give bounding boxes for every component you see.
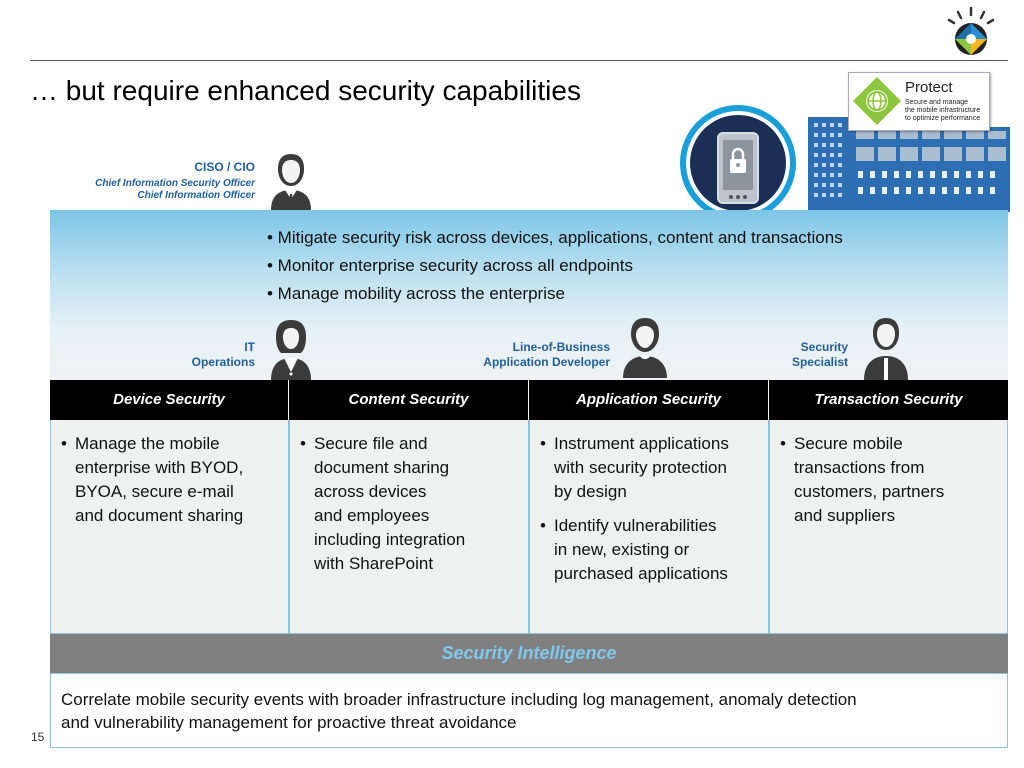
bullet-line: Secure file and [314, 434, 428, 453]
businesswoman-icon [267, 318, 315, 385]
bullet-line: with SharePoint [314, 554, 434, 573]
bullet-line: and document sharing [75, 506, 244, 525]
slide-title: … but require enhanced security capabili… [30, 75, 581, 106]
ciso-subtitle-line: Chief Information Security Officer [95, 178, 255, 189]
bullet-item: Secure mobile transactions from customer… [780, 432, 999, 528]
lob-developer-label: Line-of-Business Application Developer [483, 340, 610, 370]
protect-description-line: Secure and manage [905, 99, 969, 106]
ciso-subtitle-line: Chief Information Officer [137, 190, 255, 201]
bullet-line: with security protection [554, 458, 727, 477]
column-header-transaction-security: Transaction Security [769, 380, 1008, 420]
ciso-band [50, 210, 1008, 380]
protect-description-line: to optimize performance [905, 115, 981, 122]
column-body-device-security: Manage the mobile enterprise with BYOD, … [50, 420, 289, 634]
ciso-bullet: • Manage mobility across the enterprise [267, 284, 565, 303]
ciso-bullet: • Mitigate security risk across devices,… [267, 228, 843, 247]
protect-badge [848, 72, 990, 131]
bullet-line: Instrument applications [554, 434, 729, 453]
bullet-line: enterprise with BYOD, [75, 458, 244, 477]
intelligence-line: and vulnerability management for proacti… [61, 713, 517, 732]
bullet-line: BYOA, secure e-mail [75, 482, 234, 501]
it-label-line: Operations [191, 355, 255, 369]
it-operations-label: IT Operations [192, 340, 255, 370]
globe-network-icon [855, 78, 905, 126]
lob-label-line: Line-of-Business [512, 340, 610, 354]
bullet-line: document sharing [314, 458, 450, 477]
ciso-subtitle: Chief Information Security Officer Chief… [95, 178, 255, 202]
bullet-line: by design [554, 482, 627, 501]
ciso-role-label: CISO / CIO [194, 160, 255, 175]
mobile-lock-building-icon [678, 105, 1010, 221]
bullet-line: Manage the mobile [75, 434, 220, 453]
bullet-item: Identify vulnerabilities in new, existin… [540, 514, 760, 586]
security-label-line: Specialist [791, 355, 848, 369]
security-label-line: Security [800, 340, 848, 354]
bullet-line: customers, partners [794, 482, 945, 501]
security-intelligence-body: Correlate mobile security events with br… [50, 673, 1008, 748]
header-divider [30, 60, 1008, 61]
ciso-bullet-list: • Mitigate security risk across devices,… [267, 224, 843, 308]
bullet-line: transactions from [794, 458, 925, 477]
ciso-bullet: • Monitor enterprise security across all… [267, 256, 633, 275]
businessman-icon [267, 152, 315, 215]
bullet-line: in new, existing or [554, 540, 690, 559]
column-header-content-security: Content Security [289, 380, 528, 420]
lob-label-line: Application Developer [483, 355, 610, 369]
it-label-line: IT [244, 340, 255, 354]
protect-title: Protect [905, 79, 953, 96]
bullet-item: Secure file and document sharing across … [300, 432, 520, 576]
security-specialist-label: Security Specialist [792, 340, 848, 370]
bullet-line: purchased applications [554, 564, 728, 583]
bullet-line: and employees [314, 506, 430, 525]
column-body-content-security: Secure file and document sharing across … [289, 420, 529, 634]
protect-description-line: the mobile infrastructure [905, 107, 981, 114]
bullet-item: Instrument applications with security pr… [540, 432, 760, 504]
ciso-title: CISO / CIO [194, 160, 255, 174]
column-header-application-security: Application Security [529, 380, 768, 420]
bullet-item: Manage the mobile enterprise with BYOD, … [61, 432, 280, 528]
bullet-line: including integration [314, 530, 466, 549]
intelligence-line: Correlate mobile security events with br… [61, 690, 857, 709]
column-header-device-security: Device Security [50, 380, 288, 420]
bullet-line: across devices [314, 482, 427, 501]
specialist-person-icon [862, 316, 910, 385]
protect-description: Secure and manage the mobile infrastruct… [905, 99, 985, 123]
capability-table: Device Security Content Security Applica… [50, 380, 1008, 634]
developer-person-icon [620, 316, 670, 383]
column-body-transaction-security: Secure mobile transactions from customer… [769, 420, 1008, 634]
bullet-line: Secure mobile [794, 434, 903, 453]
security-intelligence-header: Security Intelligence [50, 634, 1008, 673]
bullet-line: Identify vulnerabilities [554, 516, 717, 535]
bullet-line: and suppliers [794, 506, 896, 525]
column-body-application-security: Instrument applications with security pr… [529, 420, 769, 634]
page-number: 15 [31, 730, 45, 744]
ibm-smarter-planet-logo-icon [942, 6, 1000, 58]
